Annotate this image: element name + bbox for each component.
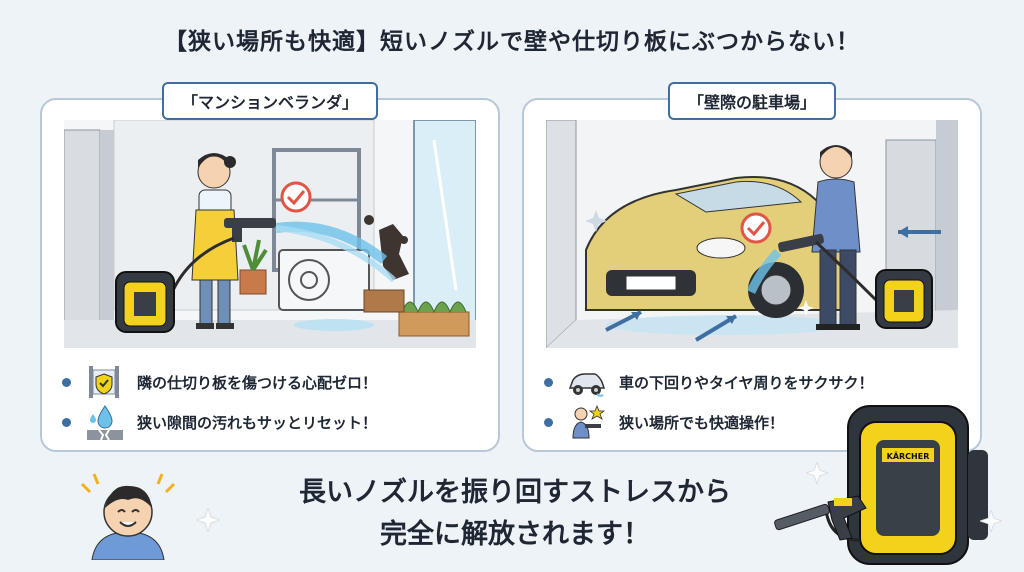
bullet-dot — [544, 417, 553, 427]
panel-label-balcony: 「マンションベランダ」 — [161, 82, 379, 120]
feature-row-gap: 狭い隙間の汚れもサッとリセット！ — [62, 402, 482, 442]
feature-row-easy: 狭い場所でも快適操作！ — [544, 402, 964, 442]
feature-row-car: 車の下回りやタイヤ周りをサクサク！ — [544, 362, 964, 402]
bottom-message-line2: 完全に解放されます！ — [380, 519, 650, 550]
page-title: 【狭い場所も快適】短いノズルで壁や仕切り板にぶつからない！ — [164, 29, 860, 55]
bullet-dot — [62, 417, 71, 427]
panel-label-parking: 「壁際の駐車場」 — [667, 82, 837, 120]
sparkle-icon — [978, 508, 1004, 534]
balcony-illustration — [64, 120, 476, 348]
brand-label: KÄRCHER — [887, 451, 930, 461]
feature-text: 車の下回りやタイヤ周りをサクサク！ — [619, 373, 874, 392]
worker-star-icon — [567, 402, 607, 442]
car-side-icon — [567, 362, 607, 402]
spray-gun-icon — [768, 488, 878, 548]
bottom-message-line1: 長いノズルを振り回すストレスから — [299, 477, 731, 508]
bottom-message: 長いノズルを振り回すストレスから 完全に解放されます！ — [200, 472, 830, 556]
panel-balcony: 「マンションベランダ」 — [40, 82, 500, 452]
partition-shield-icon — [85, 362, 125, 402]
sparkle-icon — [194, 506, 222, 534]
pressure-washer-illustration: KÄRCHER — [820, 400, 1000, 568]
water-drop-crack-icon — [85, 402, 125, 442]
feature-text: 狭い場所でも快適操作！ — [619, 413, 785, 432]
sparkle-icon — [804, 460, 830, 486]
feature-text: 狭い隙間の汚れもサッとリセット！ — [137, 413, 378, 432]
parking-illustration — [546, 120, 958, 348]
panel-parking: 「壁際の駐車場」 — [522, 82, 982, 452]
feature-row-partition: 隣の仕切り板を傷つける心配ゼロ！ — [62, 362, 482, 402]
bullet-dot — [62, 377, 71, 387]
feature-text: 隣の仕切り板を傷つける心配ゼロ！ — [137, 373, 378, 392]
smiling-face-icon — [78, 470, 178, 561]
bullet-dot — [544, 377, 553, 387]
